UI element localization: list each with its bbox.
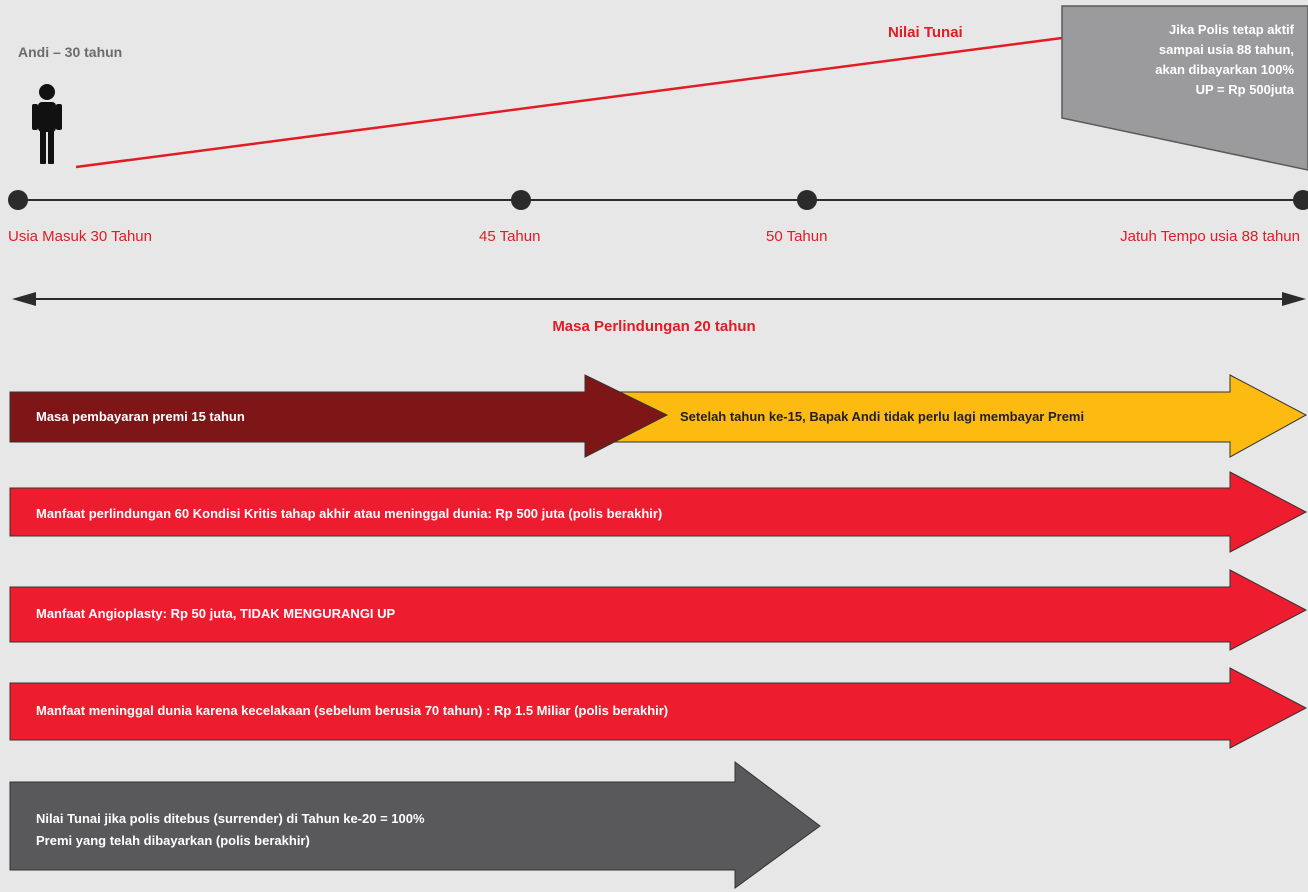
maturity-callout-text: Jika Polis tetap aktif sampai usia 88 ta… <box>1054 20 1294 100</box>
tick-label-entry: Usia Masuk 30 Tahun <box>8 228 152 245</box>
accidental-death-text: Manfaat meninggal dunia karena kecelakaa… <box>36 703 669 718</box>
surrender-text-line1: Nilai Tunai jika polis ditebus (surrende… <box>36 811 425 826</box>
callout-line: UP = Rp 500juta <box>1195 82 1294 97</box>
cash-value-label: Nilai Tunai <box>888 24 963 41</box>
premium-payment-bar <box>9 374 669 458</box>
after-payment-text: Setelah tahun ke-15, Bapak Andi tidak pe… <box>680 409 1085 424</box>
tick-label-50: 50 Tahun <box>766 228 828 245</box>
protection-period-label: Masa Perlindungan 20 tahun <box>552 318 756 335</box>
accidental-death-bar <box>9 667 1308 749</box>
critical-illness-bar <box>9 471 1308 553</box>
surrender-bar <box>9 760 821 889</box>
after-payment-bar <box>579 374 1308 458</box>
callout-line: akan dibayarkan 100% <box>1155 62 1294 77</box>
timeline-dot-maturity <box>1293 190 1308 210</box>
critical-illness-text: Manfaat perlindungan 60 Kondisi Kritis t… <box>36 506 663 521</box>
protection-period-arrow <box>12 292 1306 306</box>
surrender-text: Nilai Tunai jika polis ditebus (surrende… <box>36 808 425 852</box>
person-icon <box>32 84 62 164</box>
premium-payment-text: Masa pembayaran premi 15 tahun <box>36 409 245 424</box>
tick-label-maturity: Jatuh Tempo usia 88 tahun <box>1120 228 1300 245</box>
callout-line: Jika Polis tetap aktif <box>1169 22 1294 37</box>
angioplasty-text: Manfaat Angioplasty: Rp 50 juta, TIDAK M… <box>36 606 396 621</box>
tick-label-45: 45 Tahun <box>479 228 541 245</box>
timeline-dot-50 <box>797 190 817 210</box>
surrender-text-line2: Premi yang telah dibayarkan (polis berak… <box>36 833 310 848</box>
callout-line: sampai usia 88 tahun, <box>1158 42 1294 57</box>
cash-value-line <box>75 36 1063 169</box>
maturity-callout <box>1061 5 1308 171</box>
person-label: Andi – 30 tahun <box>18 44 123 60</box>
angioplasty-bar <box>9 569 1308 651</box>
timeline-dot-entry <box>8 190 28 210</box>
timeline-dot-45 <box>511 190 531 210</box>
